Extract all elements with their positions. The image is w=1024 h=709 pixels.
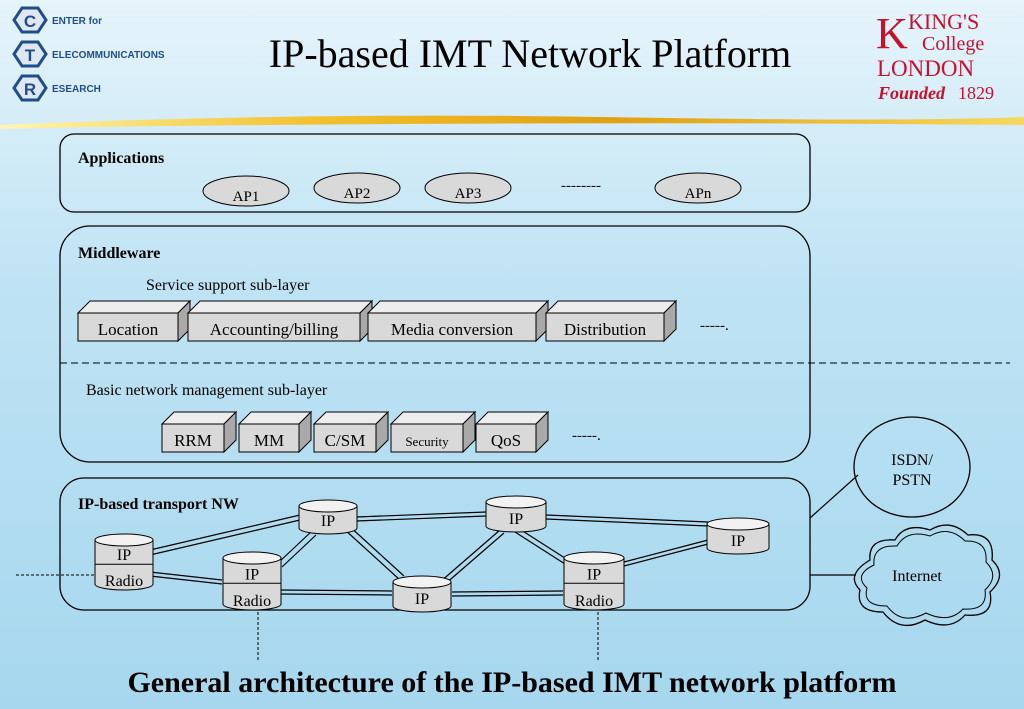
app-ap1: AP1: [202, 175, 290, 207]
ip-node-2-ip-label: IP: [509, 511, 523, 528]
gold-divider-swoosh: [0, 115, 1024, 129]
ctr-line-2: ELECOMMUNICATIONS: [52, 50, 165, 61]
distribution-block-label: Distribution: [564, 320, 647, 339]
mm-block: MM: [237, 410, 313, 454]
media-conversion-block: Media conversion: [366, 299, 550, 343]
middleware-label: Middleware: [78, 245, 160, 262]
middleware-layer: Middleware Service support sub-layer Loc…: [59, 225, 1010, 463]
isdn-link: [809, 474, 859, 519]
basic-sublayer-label: Basic network management sub-layer: [86, 382, 328, 399]
qos-block: QoS: [474, 410, 550, 454]
kcl-line-3: LONDON: [877, 56, 974, 81]
basic-more-ellipsis: -----.: [572, 428, 601, 444]
ctr-r-badge: R: [12, 74, 48, 102]
ctr-letter-t: T: [25, 46, 36, 65]
isdn-label-2: PSTN: [892, 472, 932, 489]
accounting-billing-block-label: Accounting/billing: [210, 320, 339, 339]
distribution-block: Distribution: [544, 299, 678, 343]
ctr-line-3: ESEARCH: [52, 84, 101, 95]
radio-node-2: IP Radio: [222, 551, 282, 611]
basic-blocks: RRM MM C/SM Security QoS: [160, 410, 550, 454]
ip-node-4: IP: [706, 517, 770, 555]
service-blocks: Location Accounting/billing Media conversi…: [76, 299, 678, 343]
ip-node-1-ip-label: IP: [321, 513, 335, 530]
radio-node-1-radio-label: Radio: [105, 573, 143, 590]
kcl-year: 1829: [958, 83, 994, 103]
service-more-ellipsis: -----.: [700, 318, 729, 334]
ip-node-1: IP: [298, 499, 358, 535]
transport-label: IP-based transport NW: [78, 496, 239, 513]
radio-node-1: IP Radio: [94, 533, 154, 591]
location-block-label: Location: [98, 320, 159, 339]
security-block: Security: [389, 410, 477, 454]
csm-block: C/SM: [312, 410, 390, 454]
mm-block-label: MM: [254, 431, 284, 450]
security-block-label: Security: [405, 434, 449, 449]
app-apn: APn: [654, 172, 742, 204]
page-title: IP-based IMT Network Platform: [268, 31, 792, 76]
kcl-logo: K KING'S College LONDON Founded 1829: [876, 9, 994, 103]
ctr-c-badge: C: [12, 6, 48, 34]
internet-cloud: Internet: [853, 524, 1001, 627]
ctr-letter-r: R: [24, 80, 36, 99]
figure-caption: General architecture of the IP-based IMT…: [127, 666, 897, 699]
app-ap1-label: AP1: [233, 189, 260, 205]
radio-node-2-ip-label: IP: [245, 566, 259, 583]
accounting-billing-block: Accounting/billing: [186, 299, 374, 343]
app-apn-label: APn: [685, 186, 712, 202]
media-conversion-block-label: Media conversion: [391, 320, 514, 339]
ip-node-2: IP: [485, 495, 547, 533]
rrm-block-label: RRM: [174, 431, 212, 450]
kcl-line-1: KING'S: [908, 9, 979, 34]
location-block: Location: [76, 299, 192, 343]
kcl-line-2: College: [922, 33, 984, 55]
isdn-label-1: ISDN/: [891, 452, 933, 469]
network-links: [149, 511, 709, 597]
app-ellipsis: --------: [561, 178, 601, 194]
kcl-founded: Founded: [877, 83, 946, 103]
radio-node-3-radio-label: Radio: [575, 593, 613, 610]
ip-node-4-ip-label: IP: [731, 533, 745, 550]
app-ap3-label: AP3: [455, 186, 482, 202]
ip-node-3: IP: [392, 575, 452, 613]
app-ap3: AP3: [424, 172, 512, 204]
applications-label: Applications: [78, 150, 164, 167]
kcl-big-k: K: [876, 9, 908, 58]
ctr-letter-c: C: [24, 12, 36, 31]
radio-node-3: IP Radio: [563, 551, 625, 611]
internet-label: Internet: [892, 568, 942, 585]
radio-node-3-ip-label: IP: [587, 566, 601, 583]
service-sublayer-label: Service support sub-layer: [146, 277, 310, 294]
radio-node-1-ip-label: IP: [117, 547, 131, 564]
ctr-logo: C T R ENTER for ELECOMMUNICATIONS ESEARC…: [12, 6, 165, 102]
qos-block-label: QoS: [491, 431, 521, 450]
ip-node-3-ip-label: IP: [415, 591, 429, 608]
applications-layer: Applications AP1 AP2 AP3 -------- APn: [59, 133, 811, 213]
app-ap2-label: AP2: [344, 186, 371, 202]
rrm-block: RRM: [160, 410, 238, 454]
csm-block-label: C/SM: [325, 431, 366, 450]
ctr-t-badge: T: [12, 40, 48, 68]
ctr-line-1: ENTER for: [52, 16, 102, 27]
isdn-pstn-circle: ISDN/ PSTN: [853, 416, 971, 518]
radio-node-2-radio-label: Radio: [233, 593, 271, 610]
app-ap2: AP2: [313, 172, 401, 204]
